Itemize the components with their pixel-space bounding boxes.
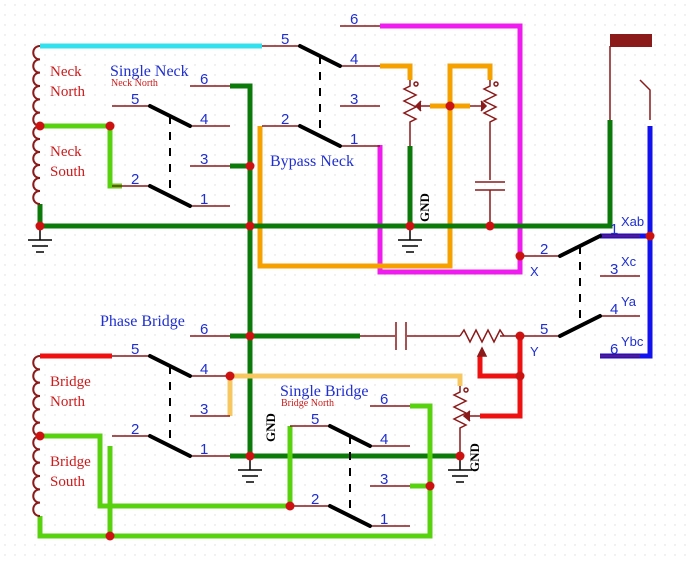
coil-label-neck-north-2: North	[50, 84, 85, 100]
pin-pb-5: 5	[131, 341, 139, 358]
pin-bn-1: 1	[350, 131, 358, 148]
junction-dot	[455, 451, 465, 461]
pin-sn-5: 5	[131, 91, 139, 108]
pin-out-3: 3	[610, 261, 618, 278]
coil-label-neck-north-1: Neck	[50, 64, 82, 80]
junction-dot	[645, 231, 655, 241]
pin-out-4: 4	[610, 301, 618, 318]
tone-pot	[482, 80, 498, 180]
junction-dot	[245, 331, 255, 341]
volume-pot-2	[452, 386, 468, 456]
pin-out-5: 5	[540, 321, 548, 338]
pin-sn-3: 3	[200, 151, 208, 168]
coil-label-neck-south-1: Neck	[50, 144, 82, 160]
gnd-label-1: GND	[417, 193, 432, 222]
pin-sb-1: 1	[380, 511, 388, 528]
label-x: X	[530, 264, 539, 279]
pin-bn-6: 6	[350, 11, 358, 28]
label-single-neck-sub: Neck North	[111, 78, 158, 89]
junction-dot	[405, 221, 415, 231]
label-y: Y	[530, 344, 539, 359]
wire-orange-1	[380, 63, 413, 80]
wire-orange-3	[447, 63, 493, 106]
pin-sb-3: 3	[380, 471, 388, 488]
wire-red-2	[477, 336, 523, 379]
pin-sb-2: 2	[311, 491, 319, 508]
pin-sn-1: 1	[200, 191, 208, 208]
coil-neck-south	[32, 125, 41, 205]
pin-sn-2: 2	[131, 171, 139, 188]
junction-dot	[515, 331, 525, 341]
wire-lorange	[230, 373, 463, 386]
pin-sn-6: 6	[200, 71, 208, 88]
coil-bridge-north	[32, 355, 41, 437]
wire-green-main-gnd	[40, 126, 613, 229]
junction-dot	[285, 501, 295, 511]
pin-sb-4: 4	[380, 431, 388, 448]
pin-sn-4: 4	[200, 111, 208, 128]
pin-sb-5: 5	[311, 411, 319, 428]
coil-label-neck-south-2: South	[50, 164, 86, 180]
junction-dot	[245, 161, 255, 171]
output-jack	[610, 34, 652, 47]
pin-out-6: 6	[610, 341, 618, 358]
wire-lgreen-bridge-mid	[40, 433, 290, 509]
label-single-neck: Single Neck	[110, 63, 189, 80]
label-single-bridge: Single Bridge	[280, 383, 368, 400]
pin-pb-6: 6	[200, 321, 208, 338]
coil-label-bridge-south-1: Bridge	[50, 454, 91, 470]
gnd-label-2: GND	[263, 413, 278, 442]
label-single-bridge-sub: Bridge North	[281, 398, 334, 409]
coil-bridge-south	[32, 435, 41, 517]
junction-dot	[515, 371, 525, 381]
junction-dot	[35, 121, 45, 131]
pin-pb-3: 3	[200, 401, 208, 418]
pin-bn-3: 3	[350, 91, 358, 108]
pin-out-2: 2	[540, 241, 548, 258]
pin-bn-5: 5	[281, 31, 289, 48]
junction-dot	[245, 221, 255, 231]
junction-dot	[485, 221, 495, 231]
label-xab: Xab	[621, 214, 644, 229]
pin-sb-6: 6	[380, 391, 388, 408]
wire-lgreen-bridge-loop	[110, 403, 433, 539]
gnd-label-3: GND	[467, 443, 482, 472]
pin-bn-4: 4	[350, 51, 358, 68]
junction-dot	[105, 531, 115, 541]
phase-resistor	[459, 328, 505, 344]
pin-pb-1: 1	[200, 441, 208, 458]
label-bypass-neck: Bypass Neck	[270, 153, 354, 170]
pin-out-1: 1	[610, 221, 618, 238]
label-ya: Ya	[621, 294, 637, 309]
junction-dot	[105, 121, 115, 131]
wire-magenta	[377, 23, 523, 275]
coil-neck-north	[32, 45, 41, 127]
label-phase-bridge: Phase Bridge	[100, 313, 185, 330]
phase-capacitor	[395, 322, 407, 350]
wire-orange-4	[257, 106, 453, 269]
wire-lgreen-bridge-sw	[37, 446, 113, 539]
junction-dot	[35, 431, 45, 441]
junction-dot	[515, 251, 525, 261]
junction-dot	[445, 101, 455, 111]
junction-dot	[225, 371, 235, 381]
pin-pb-4: 4	[200, 361, 208, 378]
label-ybc: Ybc	[621, 334, 644, 349]
coil-label-bridge-north-1: Bridge	[50, 374, 91, 390]
label-xc: Xc	[621, 254, 637, 269]
coil-label-bridge-south-2: South	[50, 474, 86, 490]
ground-symbols	[28, 226, 472, 483]
volume-pot-1	[402, 80, 418, 146]
coil-label-bridge-north-2: North	[50, 394, 85, 410]
junction-dot	[245, 451, 255, 461]
junction-dot	[35, 221, 45, 231]
pin-bn-2: 2	[281, 111, 289, 128]
pin-pb-2: 2	[131, 421, 139, 438]
wire-red-3	[480, 376, 523, 419]
junction-dot	[425, 481, 435, 491]
